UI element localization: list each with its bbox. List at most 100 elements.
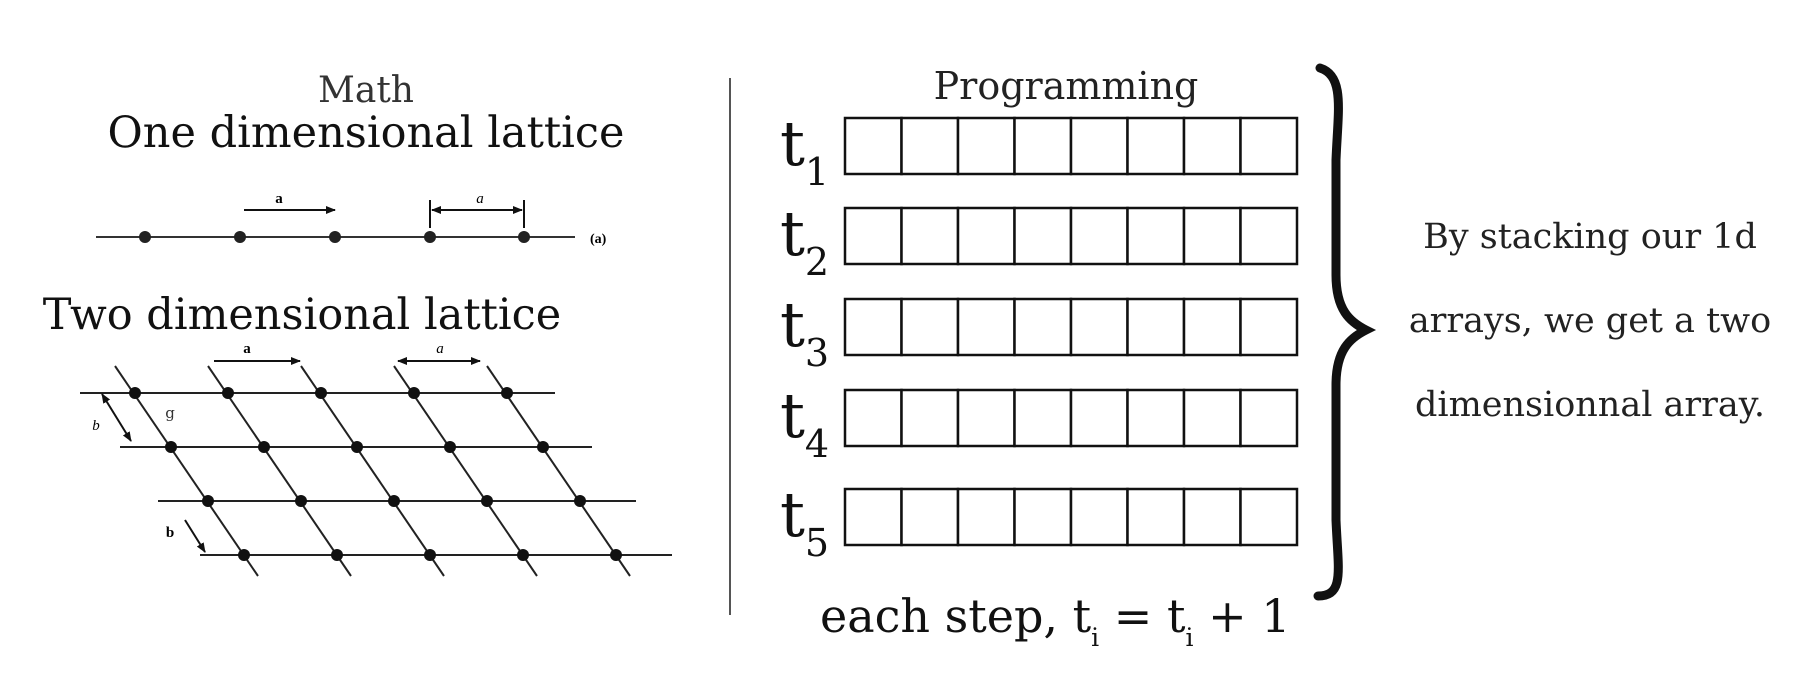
annotation-line: arrays, we get a two: [1408, 301, 1772, 341]
lattice-diagonal-line: [207, 365, 352, 577]
lattice-point: [234, 231, 246, 243]
one-d-panel-tag: (a): [590, 232, 607, 247]
array-cell: [1182, 487, 1242, 547]
one-d-spacing-label: a: [476, 191, 484, 207]
array-cell: [956, 297, 1016, 357]
row-label-subscript: 5: [805, 521, 829, 565]
lattice-point: [574, 495, 586, 507]
programming-heading: Programming: [934, 64, 1199, 108]
array-row: t2: [780, 197, 1299, 284]
array-row: t1: [780, 107, 1299, 194]
array-row-label: t3: [780, 288, 829, 375]
equation-lhs-var: t: [1073, 589, 1092, 643]
two-d-spacing-b-label: b: [92, 418, 100, 434]
array-cell: [1069, 487, 1129, 547]
equation-rhs-sub: i: [1185, 623, 1193, 652]
two-d-lattice-figure: a a b g b: [80, 341, 672, 577]
array-cell: [1126, 116, 1186, 176]
lattice-point: [295, 495, 307, 507]
lattice-diagonal-line: [114, 365, 259, 577]
row-label-subscript: 1: [805, 150, 829, 194]
row-label-var: t: [780, 197, 805, 270]
lattice-point: [537, 441, 549, 453]
lattice-point: [238, 549, 250, 561]
one-d-lattice-figure: a a (a): [96, 191, 607, 247]
two-d-vector-a-label: a: [243, 341, 251, 357]
array-row-label: t1: [780, 107, 829, 194]
array-cell: [956, 116, 1016, 176]
row-label-var: t: [780, 478, 805, 551]
lattice-point: [129, 387, 141, 399]
row-label-var: t: [780, 288, 805, 361]
two-d-spacing-a-label: a: [436, 341, 444, 357]
right-curly-brace: [1313, 63, 1377, 601]
lattice-point: [517, 549, 529, 561]
lattice-point: [139, 231, 151, 243]
array-cell: [900, 206, 960, 266]
array-row-label: t2: [780, 197, 829, 284]
two-d-angle-label: g: [165, 404, 175, 422]
array-cell: [1069, 206, 1129, 266]
lattice-point: [424, 549, 436, 561]
array-cell: [956, 206, 1016, 266]
two-d-vector-b-arrow: [184, 519, 206, 553]
equation-prefix: each step,: [820, 589, 1073, 643]
lattice-diagonal-line: [393, 365, 538, 577]
lattice-point: [444, 441, 456, 453]
lattice-point: [258, 441, 270, 453]
array-cell: [956, 388, 1016, 448]
lattice-point: [481, 495, 493, 507]
lattice-point: [331, 549, 343, 561]
lattice-point: [202, 495, 214, 507]
array-cell: [1182, 206, 1242, 266]
lattice-point: [518, 231, 530, 243]
array-cell: [900, 388, 960, 448]
array-cell: [1013, 116, 1073, 176]
array-cell: [1239, 116, 1299, 176]
row-label-subscript: 4: [805, 422, 829, 466]
lattice-point: [388, 495, 400, 507]
array-cell: [1013, 388, 1073, 448]
array-cell: [1182, 297, 1242, 357]
array-cell: [1126, 206, 1186, 266]
lattice-diagonal-line: [486, 365, 631, 577]
two-d-spacing-b-arrow: [101, 393, 132, 442]
array-cell: [1126, 487, 1186, 547]
two-d-lattice-title: Two dimensional lattice: [43, 290, 561, 340]
array-cell: [843, 297, 903, 357]
row-label-var: t: [780, 379, 805, 452]
equation-equals: =: [1099, 589, 1167, 643]
row-label-var: t: [780, 107, 805, 180]
array-cell: [1126, 297, 1186, 357]
array-cell: [1069, 116, 1129, 176]
two-d-lattice-points: [129, 387, 622, 561]
array-cell: [843, 487, 903, 547]
array-cell: [843, 388, 903, 448]
array-row: t3: [780, 288, 1299, 375]
row-label-subscript: 2: [805, 240, 829, 284]
one-d-vector-label: a: [275, 191, 283, 207]
equation-lhs-sub: i: [1091, 623, 1099, 652]
one-d-lattice-points: [139, 231, 530, 243]
one-d-lattice-title: One dimensional lattice: [108, 108, 625, 158]
row-label-subscript: 3: [805, 331, 829, 375]
array-cell: [1013, 297, 1073, 357]
lattice-point: [610, 549, 622, 561]
equation-tail: + 1: [1193, 589, 1290, 643]
array-row: t5: [780, 478, 1299, 565]
array-cell: [1182, 388, 1242, 448]
lattice-point: [501, 387, 513, 399]
stacking-annotation: By stacking our 1d arrays, we get a two …: [1390, 195, 1790, 447]
array-cell: [900, 487, 960, 547]
annotation-line: By stacking our 1d: [1423, 217, 1757, 257]
array-cell: [1239, 487, 1299, 547]
lattice-point: [351, 441, 363, 453]
array-cell: [1013, 206, 1073, 266]
lattice-point: [329, 231, 341, 243]
array-cell: [1126, 388, 1186, 448]
array-cell: [1239, 388, 1299, 448]
lattice-point: [424, 231, 436, 243]
array-row-label: t5: [780, 478, 829, 565]
